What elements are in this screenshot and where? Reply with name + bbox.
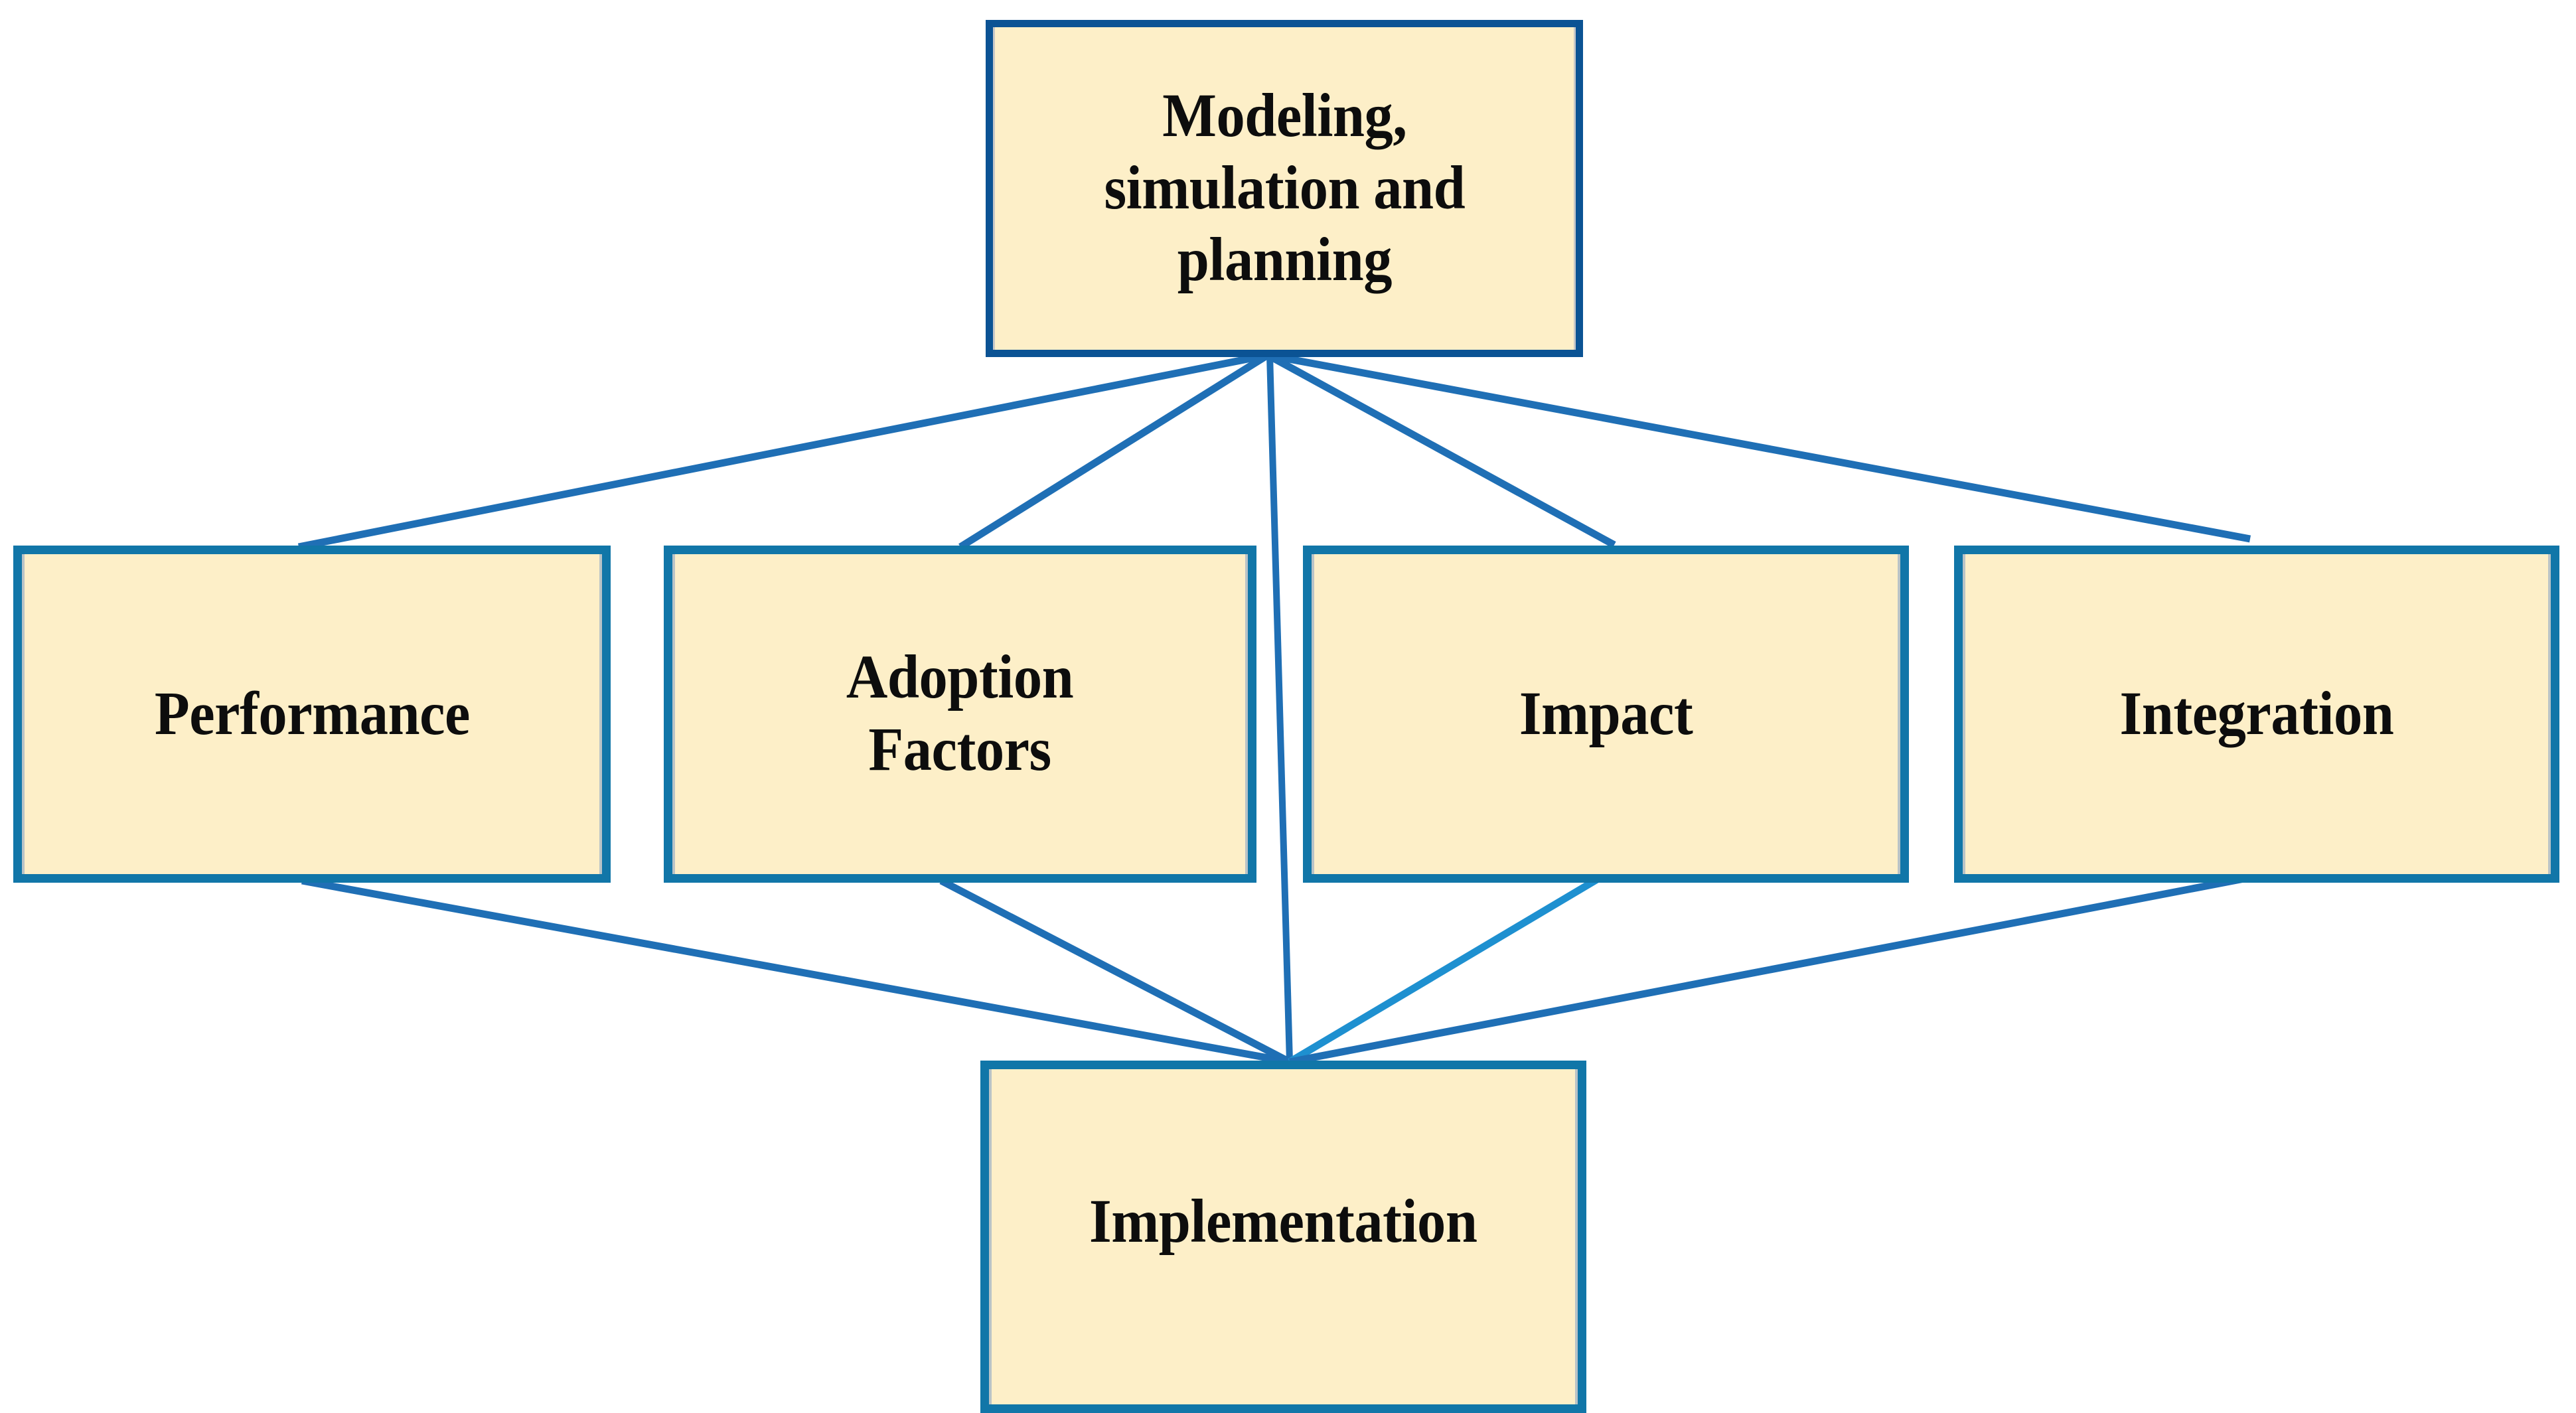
node-impact[interactable]: Impact — [1303, 546, 1909, 883]
node-label-adoption-factors: Adoption Factors — [846, 643, 1074, 784]
connectors-top-to-middle — [297, 351, 2251, 551]
node-implementation[interactable]: Implementation — [980, 1061, 1586, 1413]
node-modeling-simulation-planning[interactable]: Modeling, simulation and planning — [986, 20, 1583, 357]
connector-adoption-factors-to-implementation — [939, 877, 1292, 1065]
connector-top-to-adoption-factors — [958, 352, 1270, 550]
node-label-implementation: Implementation — [1089, 1187, 1477, 1256]
node-label-impact: Impact — [1519, 679, 1693, 748]
node-adoption-factors[interactable]: Adoption Factors — [664, 546, 1256, 883]
connector-integration-to-implementation — [1288, 871, 2266, 1066]
connectors-middle-to-implementation — [301, 871, 2266, 1066]
connector-impact-to-implementation — [1288, 871, 1607, 1065]
node-label-integration: Integration — [2119, 679, 2394, 748]
node-integration[interactable]: Integration — [1954, 546, 2559, 883]
node-performance[interactable]: Performance — [13, 546, 611, 883]
connector-top-to-performance — [297, 351, 1269, 551]
connector-top-to-impact — [1266, 352, 1616, 548]
connector-performance-to-implementation — [301, 877, 1290, 1066]
connector-top-to-implementation — [1266, 354, 1293, 1063]
node-label-modeling-simulation-planning: Modeling, simulation and planning — [1104, 81, 1465, 295]
connector-top-to-integration — [1266, 351, 2251, 543]
node-label-performance: Performance — [154, 679, 470, 748]
